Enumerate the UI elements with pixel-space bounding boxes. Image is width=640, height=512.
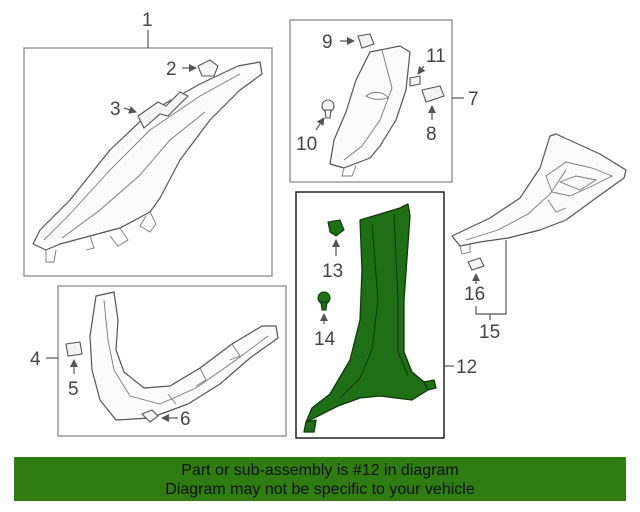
- callout-6[interactable]: 6: [180, 409, 191, 430]
- push-pin-part-14[interactable]: 14: [314, 291, 336, 350]
- b-pillar-lower-trim-part-highlighted[interactable]: [303, 203, 437, 433]
- clip-part-8[interactable]: 8: [421, 85, 445, 145]
- clip-part-5[interactable]: 5: [65, 341, 83, 400]
- callout-9[interactable]: 9: [322, 32, 333, 53]
- seal-strip-part-3[interactable]: 3: [110, 91, 189, 129]
- rear-quarter-trim-part[interactable]: [451, 133, 627, 255]
- push-pin-part-10[interactable]: 10: [296, 99, 335, 155]
- callout-12[interactable]: 12: [456, 357, 477, 378]
- banner-line-1: Part or sub-assembly is #12 in diagram: [181, 462, 459, 479]
- b-pillar-upper-trim-part[interactable]: [329, 45, 411, 177]
- part-info-banner: Part or sub-assembly is #12 in diagram D…: [14, 457, 626, 501]
- clip-part-16[interactable]: 16: [464, 257, 485, 305]
- callout-4[interactable]: 4: [30, 349, 41, 370]
- callout-14[interactable]: 14: [314, 329, 336, 350]
- group-box-12: 12: [295, 191, 477, 439]
- parts-diagram: 1 2 3 4 5 6: [23, 10, 627, 439]
- group-box-4: 4: [30, 285, 287, 437]
- group-box-1: 1: [23, 10, 273, 277]
- clip-part-9[interactable]: 9: [322, 32, 375, 53]
- callout-16[interactable]: 16: [464, 284, 485, 305]
- callout-7[interactable]: 7: [468, 89, 479, 110]
- clip-part-6[interactable]: 6: [141, 409, 191, 430]
- callout-13[interactable]: 13: [322, 261, 343, 282]
- callout-11[interactable]: 11: [426, 46, 446, 67]
- group-box-7: 7: [289, 19, 479, 183]
- a-pillar-trim-part[interactable]: [32, 61, 263, 263]
- clip-part-11[interactable]: 11: [409, 46, 446, 87]
- callout-10[interactable]: 10: [296, 134, 317, 155]
- callout-15[interactable]: 15: [479, 322, 500, 343]
- clip-part-13[interactable]: 13: [322, 219, 345, 282]
- sill-plate-trim-part[interactable]: [89, 291, 279, 421]
- banner-line-2: Diagram may not be specific to your vehi…: [165, 481, 475, 498]
- callout-2[interactable]: 2: [166, 59, 177, 80]
- callout-bracket-15: 15: [475, 240, 507, 343]
- callout-5[interactable]: 5: [68, 379, 79, 400]
- callout-3[interactable]: 3: [110, 99, 121, 120]
- clip-part-2[interactable]: 2: [166, 59, 219, 80]
- callout-1[interactable]: 1: [142, 10, 153, 31]
- callout-8[interactable]: 8: [426, 124, 437, 145]
